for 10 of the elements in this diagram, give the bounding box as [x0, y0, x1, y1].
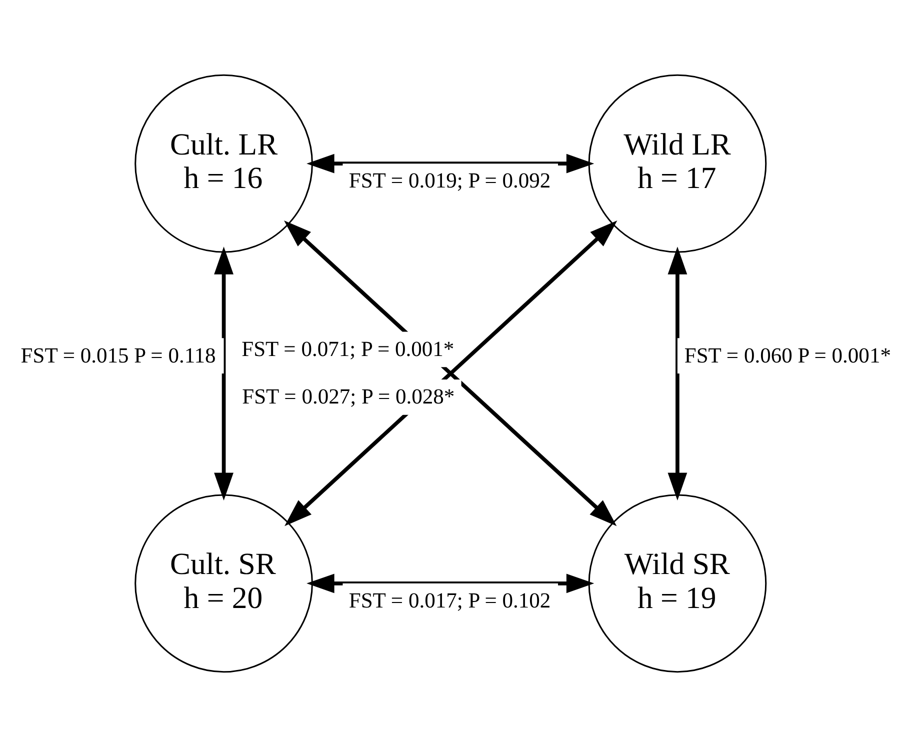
- edge-label: FST = 0.015 P = 0.118: [20, 342, 216, 367]
- edge-label: FST = 0.027; P = 0.028*: [242, 384, 455, 408]
- arrow: [306, 153, 594, 173]
- edge-label: FST = 0.017; P = 0.102: [348, 588, 551, 612]
- edge-label: FST = 0.019; P = 0.092: [348, 168, 551, 192]
- edge-label: FST = 0.060 P = 0.001*: [684, 342, 891, 367]
- arrow: [668, 246, 688, 500]
- arrow: [214, 246, 234, 500]
- arrow: [306, 573, 594, 593]
- edge-label: FST = 0.071; P = 0.001*: [242, 336, 454, 360]
